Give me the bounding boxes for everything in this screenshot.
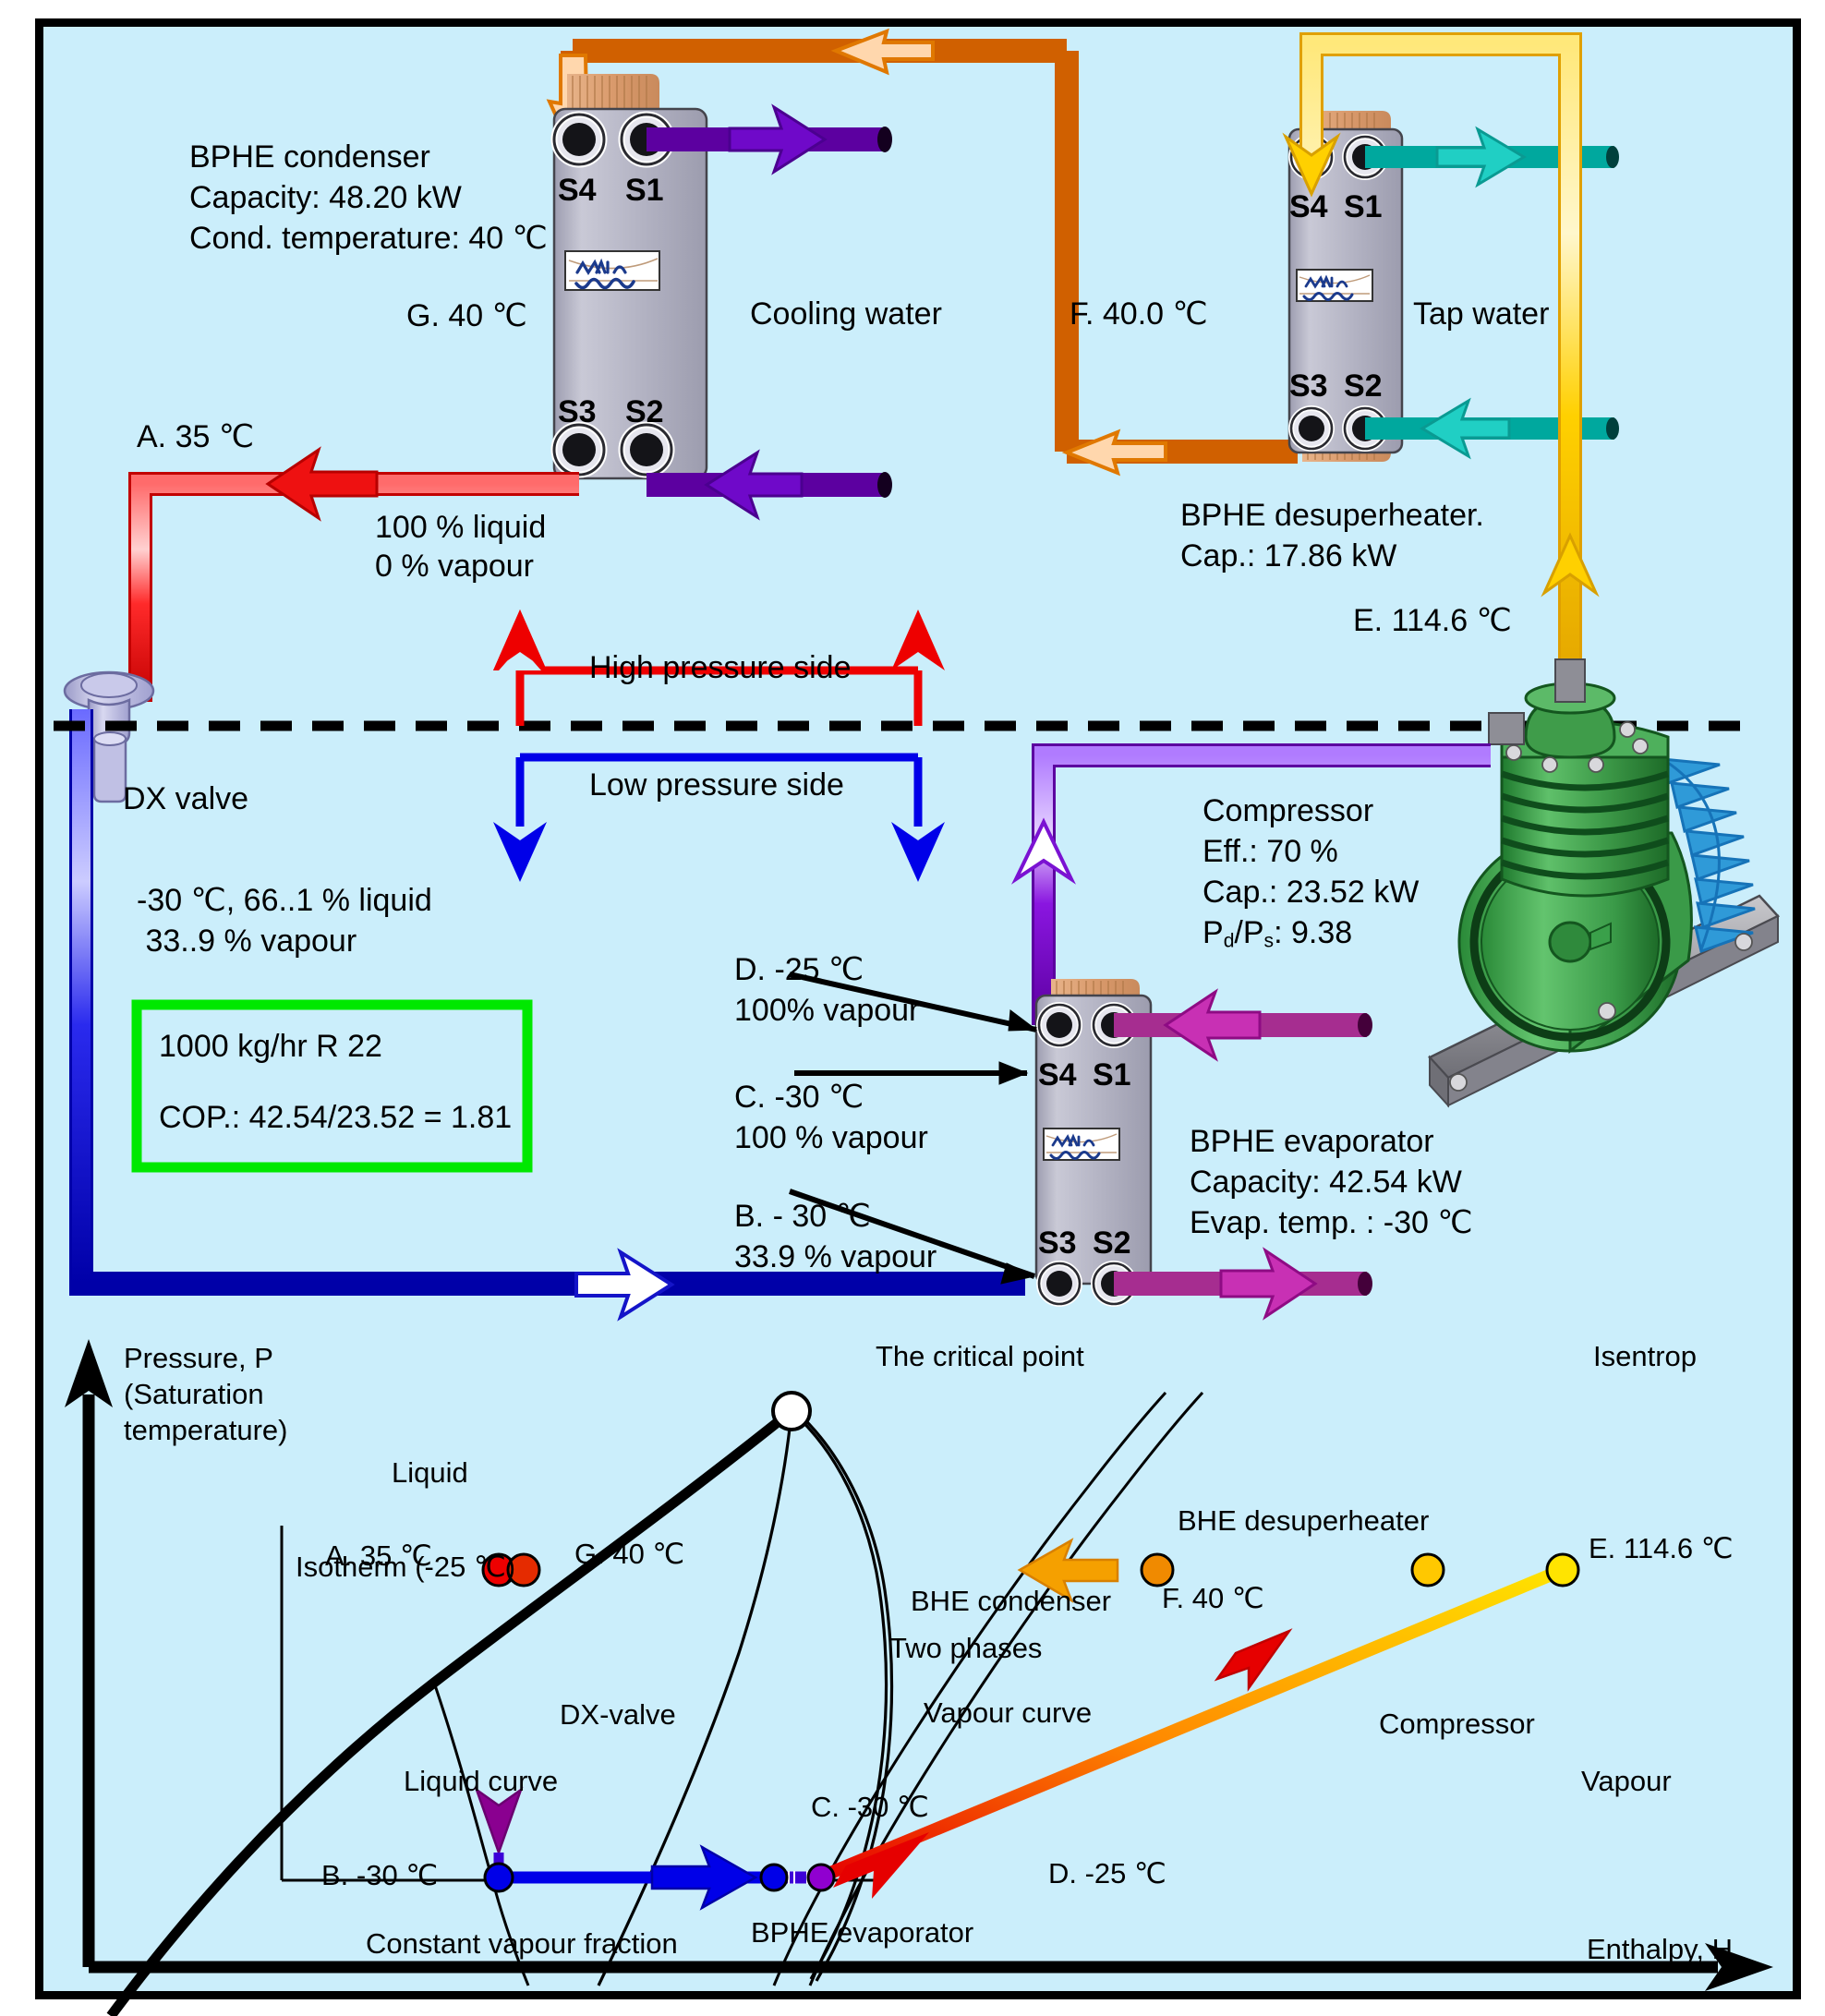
point-d-label: D. -25 ℃ [734,952,864,987]
point-b-quality: 33.9 % vapour [734,1239,937,1274]
ph-label-F: F. 40 ℃ [1162,1582,1264,1614]
desuperheater-port-s3: S3 [1289,368,1328,404]
desuperheater-capacity: Cap.: 17.86 kW [1180,538,1397,573]
constant-vapour-fraction-label: Constant vapour fraction [366,1927,678,1960]
compressor-efficiency: Eff.: 70 % [1203,834,1338,869]
point-a-label: A. 35 ℃ [137,419,255,454]
cooling-water-label: Cooling water [750,296,942,332]
high-pressure-side-label: High pressure side [589,650,852,685]
low-pressure-side-label: Low pressure side [589,767,844,803]
ph-ylabel-line2: (Saturation [124,1378,264,1410]
vapour-curve-label: Vapour curve [924,1696,1093,1729]
liquid-region-label: Liquid [392,1456,468,1489]
dx-outlet-state-line2: 33..9 % vapour [137,923,357,959]
evaporator-name: BPHE evaporator [1190,1124,1434,1159]
dx-valve-segment-label: DX-valve [560,1698,676,1731]
desuperheater-point-f: F. 40.0 ℃ [1070,296,1208,332]
desuperheater-port-s1: S1 [1344,189,1383,224]
desuperheater-point-e: E. 114.6 ℃ [1353,603,1512,638]
dx-outlet-state-line1: -30 ℃, 66..1 % liquid [137,883,432,918]
vapour-fraction-label: 0 % vapour [375,549,534,584]
pressure-ratio-number: : 9.38 [1274,915,1353,950]
evaporator-port-s1: S1 [1093,1057,1131,1093]
evaporator-evap-temperature: Evap. temp. : -30 ℃ [1190,1205,1473,1240]
condenser-point-g: G. 40 ℃ [406,298,527,333]
ph-ylabel-line3: temperature) [124,1414,288,1446]
isentrop-label: Isentrop [1593,1340,1698,1372]
bhe-condenser-segment-label: BHE condenser [911,1585,1112,1617]
ph-label-A: A. 35 ℃ [325,1539,432,1572]
critical-point-label: The critical point [876,1340,1084,1372]
ph-label-D: D. -25 ℃ [1048,1857,1166,1889]
point-b-label: B. - 30 ℃ [734,1199,871,1234]
tap-water-label: Tap water [1413,296,1550,332]
liquid-curve-label: Liquid curve [404,1765,559,1797]
ph-label-B: B. -30 ℃ [321,1859,439,1891]
desuperheater-port-s4: S4 [1289,189,1328,224]
condenser-port-s2: S2 [625,394,664,429]
pressure-ratio-p: P [1203,915,1224,950]
evaporator-port-s3: S3 [1038,1225,1077,1261]
point-c-label: C. -30 ℃ [734,1080,864,1115]
condenser-port-s1: S1 [625,173,664,208]
compressor-capacity: Cap.: 23.52 kW [1203,875,1420,910]
two-phases-label: Two phases [889,1632,1043,1664]
point-c-quality: 100 % vapour [734,1120,928,1155]
ph-xlabel: Enthalpy, H [1587,1933,1733,1965]
vapour-region-label: Vapour [1581,1765,1672,1797]
condenser-capacity: Capacity: 48.20 kW [189,180,462,215]
cop-value: COP.: 42.54/23.52 = 1.81 [159,1100,513,1135]
pressure-ratio-slash: /P [1234,915,1264,950]
ph-label-E: E. 114.6 ℃ [1589,1532,1734,1564]
desuperheater-name: BPHE desuperheater. [1180,498,1484,533]
liquid-fraction-label: 100 % liquid [375,510,547,545]
evaporator-port-s4: S4 [1038,1057,1077,1093]
compressor-pressure-ratio: Pd/Ps: 9.38 [1203,914,1352,953]
point-d-quality: 100% vapour [734,993,920,1028]
pressure-ratio-sub-s: s [1263,930,1275,952]
evaporator-capacity: Capacity: 42.54 kW [1190,1165,1462,1200]
evaporator-port-s2: S2 [1093,1225,1131,1261]
condenser-cond-temperature: Cond. temperature: 40 ℃ [189,221,548,256]
refrigerant-flow-rate: 1000 kg/hr R 22 [159,1029,382,1064]
desuperheater-port-s2: S2 [1344,368,1383,404]
ph-label-C: C. -30 ℃ [811,1791,929,1823]
isotherm-label: Isotherm (-25 ℃) [296,1551,516,1583]
condenser-name: BPHE condenser [189,139,430,175]
compressor-name: Compressor [1203,793,1374,828]
compressor-segment-label: Compressor [1379,1708,1535,1740]
ph-ylabel-line1: Pressure, P [124,1342,273,1374]
bhe-desuperheater-segment-label: BHE desuperheater [1178,1504,1430,1537]
bphe-evaporator-segment-label: BPHE evaporator [751,1916,974,1949]
pressure-ratio-sub-d: d [1223,930,1235,952]
dx-valve-label: DX valve [123,781,249,816]
condenser-port-s3: S3 [558,394,597,429]
ph-label-G: G. 40 ℃ [574,1538,685,1570]
condenser-port-s4: S4 [558,173,597,208]
